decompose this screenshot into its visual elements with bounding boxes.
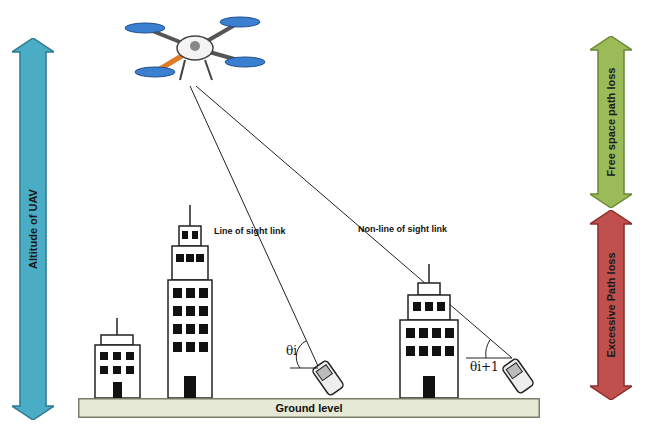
windows — [173, 231, 208, 398]
window — [419, 346, 428, 356]
window — [100, 366, 108, 374]
link-label: Non-line of sight link — [358, 224, 447, 234]
phone-screen — [506, 363, 522, 379]
window — [186, 288, 195, 298]
window — [186, 324, 195, 334]
spire — [428, 264, 430, 283]
angle-arc — [486, 340, 490, 358]
door — [423, 376, 435, 398]
arrow-label: Altitude of UAV — [26, 38, 40, 420]
window — [199, 342, 208, 352]
ground-label: Ground level — [78, 398, 540, 418]
arrow-label: Free space path loss — [604, 36, 618, 208]
phone-body — [501, 358, 534, 395]
angle-label: θi — [286, 344, 297, 358]
drone-hub — [190, 41, 200, 51]
drone-rotor — [125, 23, 165, 33]
angle-reference — [290, 368, 318, 369]
window — [186, 342, 195, 352]
spire — [116, 318, 118, 335]
path-loss-arrow: Excessive Path loss — [590, 210, 632, 400]
double-arrow — [590, 210, 632, 400]
phone-screen — [316, 365, 332, 381]
window — [406, 328, 415, 338]
angle-label: θi+1 — [470, 360, 499, 374]
window — [445, 328, 454, 338]
window — [199, 324, 208, 334]
building — [95, 318, 140, 398]
building-top — [408, 295, 450, 320]
double-arrow — [12, 38, 54, 420]
drone-leg — [180, 60, 185, 80]
double-arrow — [590, 36, 632, 208]
window — [126, 352, 134, 360]
spire — [189, 205, 191, 226]
window — [186, 254, 194, 262]
building-body — [95, 345, 140, 398]
window — [192, 231, 198, 239]
building-top — [101, 335, 133, 345]
window — [173, 288, 182, 298]
window — [126, 366, 134, 374]
window — [413, 302, 421, 311]
drone-body — [177, 36, 213, 60]
window — [437, 302, 445, 311]
windows — [406, 302, 454, 398]
window — [199, 306, 208, 316]
link-label: Line of sight link — [214, 226, 286, 236]
window — [186, 306, 195, 316]
window — [182, 231, 188, 239]
phone — [311, 360, 344, 397]
window — [173, 324, 182, 334]
window — [113, 366, 121, 374]
arrow-label: Excessive Path loss — [604, 210, 618, 400]
altitude-arrow: Altitude of UAV — [12, 38, 54, 420]
window — [445, 346, 454, 356]
ground-band — [79, 399, 540, 418]
windows — [100, 352, 134, 398]
window — [432, 346, 441, 356]
ground-bar: Ground level — [78, 398, 540, 418]
angle-reference — [466, 358, 512, 359]
building — [168, 205, 212, 398]
drone-rotor — [225, 57, 265, 67]
building-top — [418, 283, 440, 295]
door — [113, 382, 122, 398]
drone-rotor — [220, 17, 260, 27]
building-top — [179, 226, 201, 246]
uav-drone — [125, 17, 265, 80]
window — [173, 306, 182, 316]
building-body — [400, 320, 458, 398]
window — [113, 352, 121, 360]
door — [184, 376, 196, 398]
window — [425, 302, 433, 311]
window — [196, 254, 204, 262]
window — [419, 328, 428, 338]
window — [406, 346, 415, 356]
free-space-arrow: Free space path loss — [590, 36, 632, 208]
drone-rotor — [135, 67, 175, 77]
window — [100, 352, 108, 360]
window — [432, 328, 441, 338]
phone — [501, 358, 534, 395]
window — [176, 254, 184, 262]
link-line — [196, 86, 512, 358]
window — [199, 288, 208, 298]
angle-arc — [296, 341, 306, 368]
window — [173, 342, 182, 352]
phone-body — [311, 360, 344, 397]
building-top — [172, 246, 208, 280]
building-body — [168, 280, 212, 398]
drone-leg — [205, 60, 212, 80]
building — [400, 264, 458, 398]
